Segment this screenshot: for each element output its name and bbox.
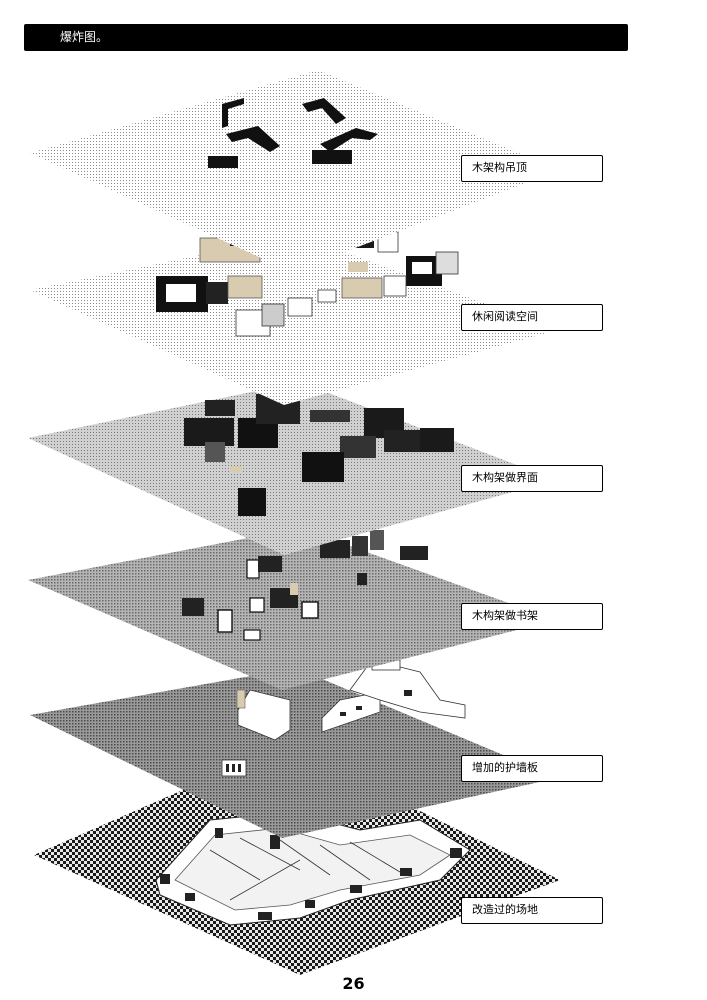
header-title: 爆炸图。: [60, 30, 109, 44]
page-number: 26: [342, 974, 365, 993]
layer-panel: [30, 659, 558, 838]
panel-plate: [30, 668, 558, 838]
layer-label-text: 改造过的场地: [472, 903, 538, 916]
layer-site: [34, 745, 560, 975]
site-floorplan-model: [155, 811, 471, 926]
wall-elements: [184, 394, 454, 516]
layer-label-text: 木架构吊顶: [472, 161, 527, 174]
header-bar: 爆炸图。: [24, 24, 628, 51]
layer-label-site: 改造过的场地: [461, 897, 603, 924]
layer-label-shelf: 木构架做书架: [461, 603, 603, 630]
layer-label-ceiling: 木架构吊顶: [461, 155, 603, 182]
layer-reading: [30, 222, 558, 405]
shelf-plate: [28, 528, 556, 690]
panel-wall-elements: [221, 659, 466, 777]
layer-label-wall: 木构架做界面: [461, 465, 603, 492]
ceiling-plate: [30, 70, 560, 272]
layer-label-text: 休闲阅读空间: [472, 310, 538, 323]
layer-shelf: [28, 528, 556, 690]
layer-wall: [28, 382, 556, 555]
layer-ceiling: [30, 70, 560, 272]
ceiling-elements: [208, 98, 378, 168]
layer-label-text: 木构架做书架: [472, 609, 538, 622]
layer-label-text: 增加的护墙板: [472, 761, 538, 774]
shelf-elements: [182, 530, 428, 641]
layer-label-reading: 休闲阅读空间: [461, 304, 603, 331]
wall-plate: [28, 382, 556, 555]
layer-label-panel: 增加的护墙板: [461, 755, 603, 782]
layer-label-text: 木构架做界面: [472, 471, 538, 484]
